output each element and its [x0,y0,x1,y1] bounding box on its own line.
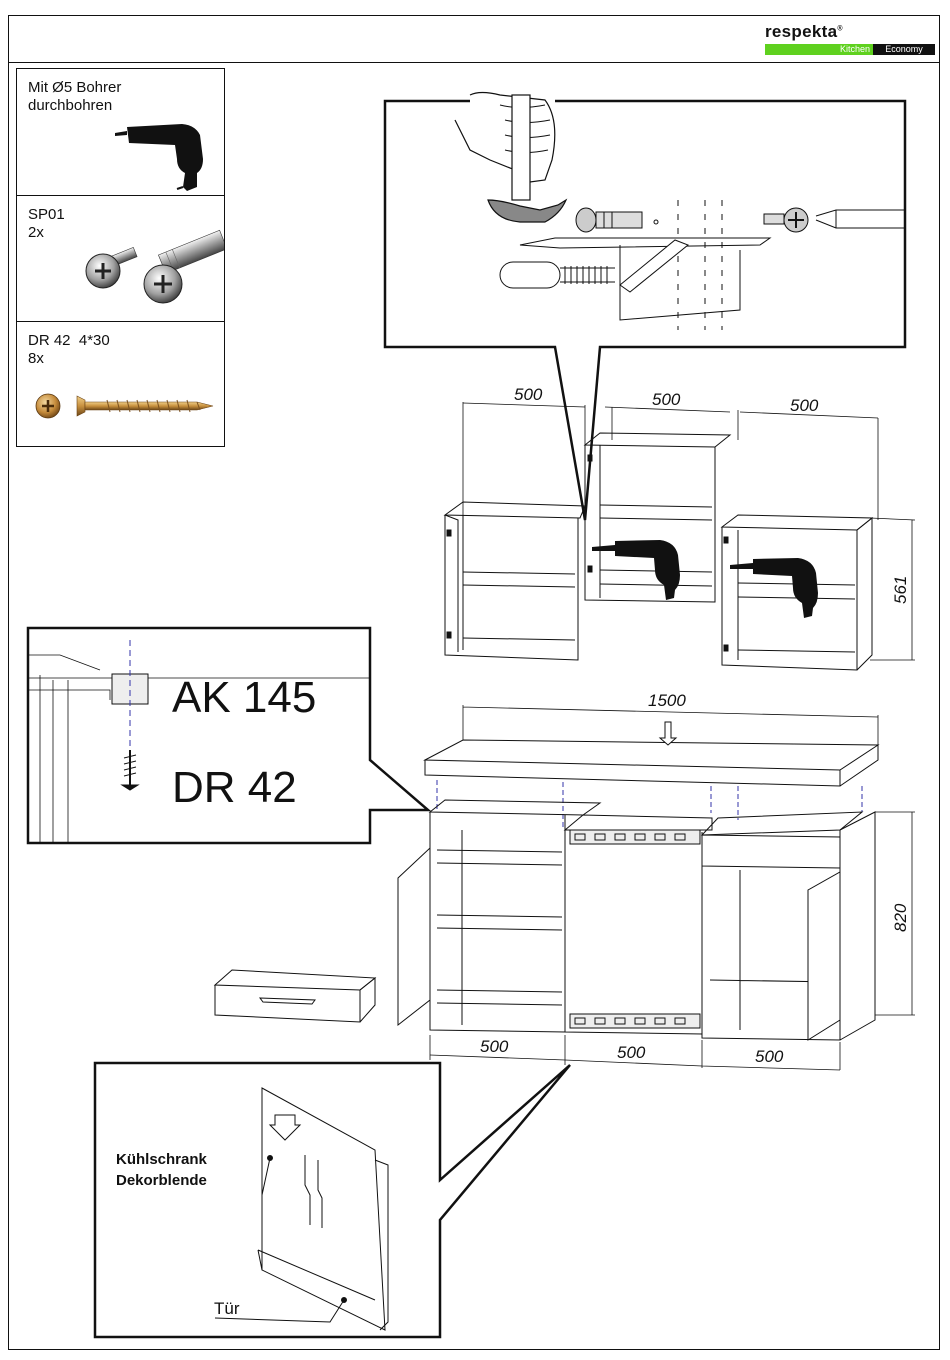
base-width-3: 500 [755,1047,784,1066]
base-units [215,705,915,1070]
base-width-2: 500 [617,1043,646,1062]
fridge-callout [95,1063,570,1337]
wall-units [445,402,915,670]
wall-height: 561 [891,576,910,604]
wall-unit-drill-icons [592,540,818,618]
door-label: Tür [214,1299,240,1318]
wall-width-2: 500 [652,390,681,409]
base-width-1: 500 [480,1037,509,1056]
base-height: 820 [891,903,910,932]
screwdriver-icon [764,208,905,232]
screw-dr42-icon [122,750,138,790]
fridge-panel-label-2: Dekorblende [116,1172,207,1189]
connector-bolt-icon [576,208,658,232]
wall-width-1: 500 [514,385,543,404]
hammer-icon [455,93,566,223]
worktop-width: 1500 [648,691,686,710]
wall-width-3: 500 [790,396,819,415]
fridge-panel-label-1: Kühlschrank [116,1151,208,1168]
drawer-icon [215,970,375,1022]
part-label-ak145: AK 145 [172,673,316,722]
clamp-handle-icon [500,262,615,288]
part-label-dr42: DR 42 [172,763,297,812]
